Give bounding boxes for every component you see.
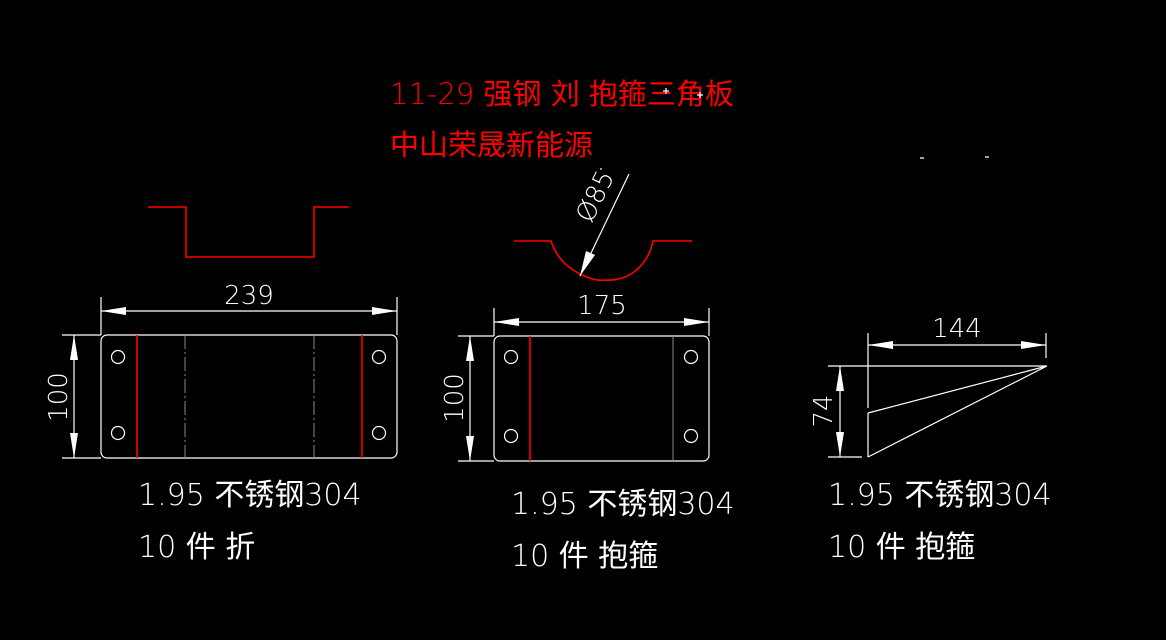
part-1-height-dim: 100 — [44, 372, 74, 422]
part-3-qty: 10 件 抱箍 — [828, 530, 975, 565]
part-1-drawing: 239 100 1.95 不锈钢304 10 件 折 — [44, 206, 398, 565]
part-1-width-dim: 239 — [224, 281, 274, 311]
part-1-material: 1.95 不锈钢304 — [138, 478, 362, 513]
part-2-diameter-dim: Ø85 — [571, 166, 621, 227]
title-line-1: 11-29 强钢 刘 抱箍三角板 — [390, 77, 734, 111]
part-2-material: 1.95 不锈钢304 — [511, 487, 735, 522]
part-3-material: 1.95 不锈钢304 — [828, 478, 1052, 513]
stray-points — [600, 88, 989, 170]
part-3-drawing: 144 74 1.95 不锈钢304 10 件 抱箍 — [809, 314, 1052, 565]
title-line-2: 中山荣晟新能源 — [390, 128, 593, 162]
part-2-height-dim: 100 — [440, 373, 470, 423]
part-1-profile — [148, 206, 349, 258]
part-1-blank — [100, 334, 398, 459]
part-3-height-dim: 74 — [809, 394, 839, 427]
part-2-qty: 10 件 抱箍 — [511, 539, 658, 574]
part-3-width-dim: 144 — [932, 314, 982, 344]
part-2-drawing: Ø85 175 100 1.95 不锈钢304 10 件 抱箍 — [440, 166, 735, 574]
part-2-blank — [493, 335, 710, 462]
part-2-width-dim: 175 — [577, 291, 627, 321]
part-1-qty: 10 件 折 — [138, 530, 255, 565]
part-3-triangle — [828, 365, 1048, 458]
part-2-profile — [514, 240, 692, 282]
